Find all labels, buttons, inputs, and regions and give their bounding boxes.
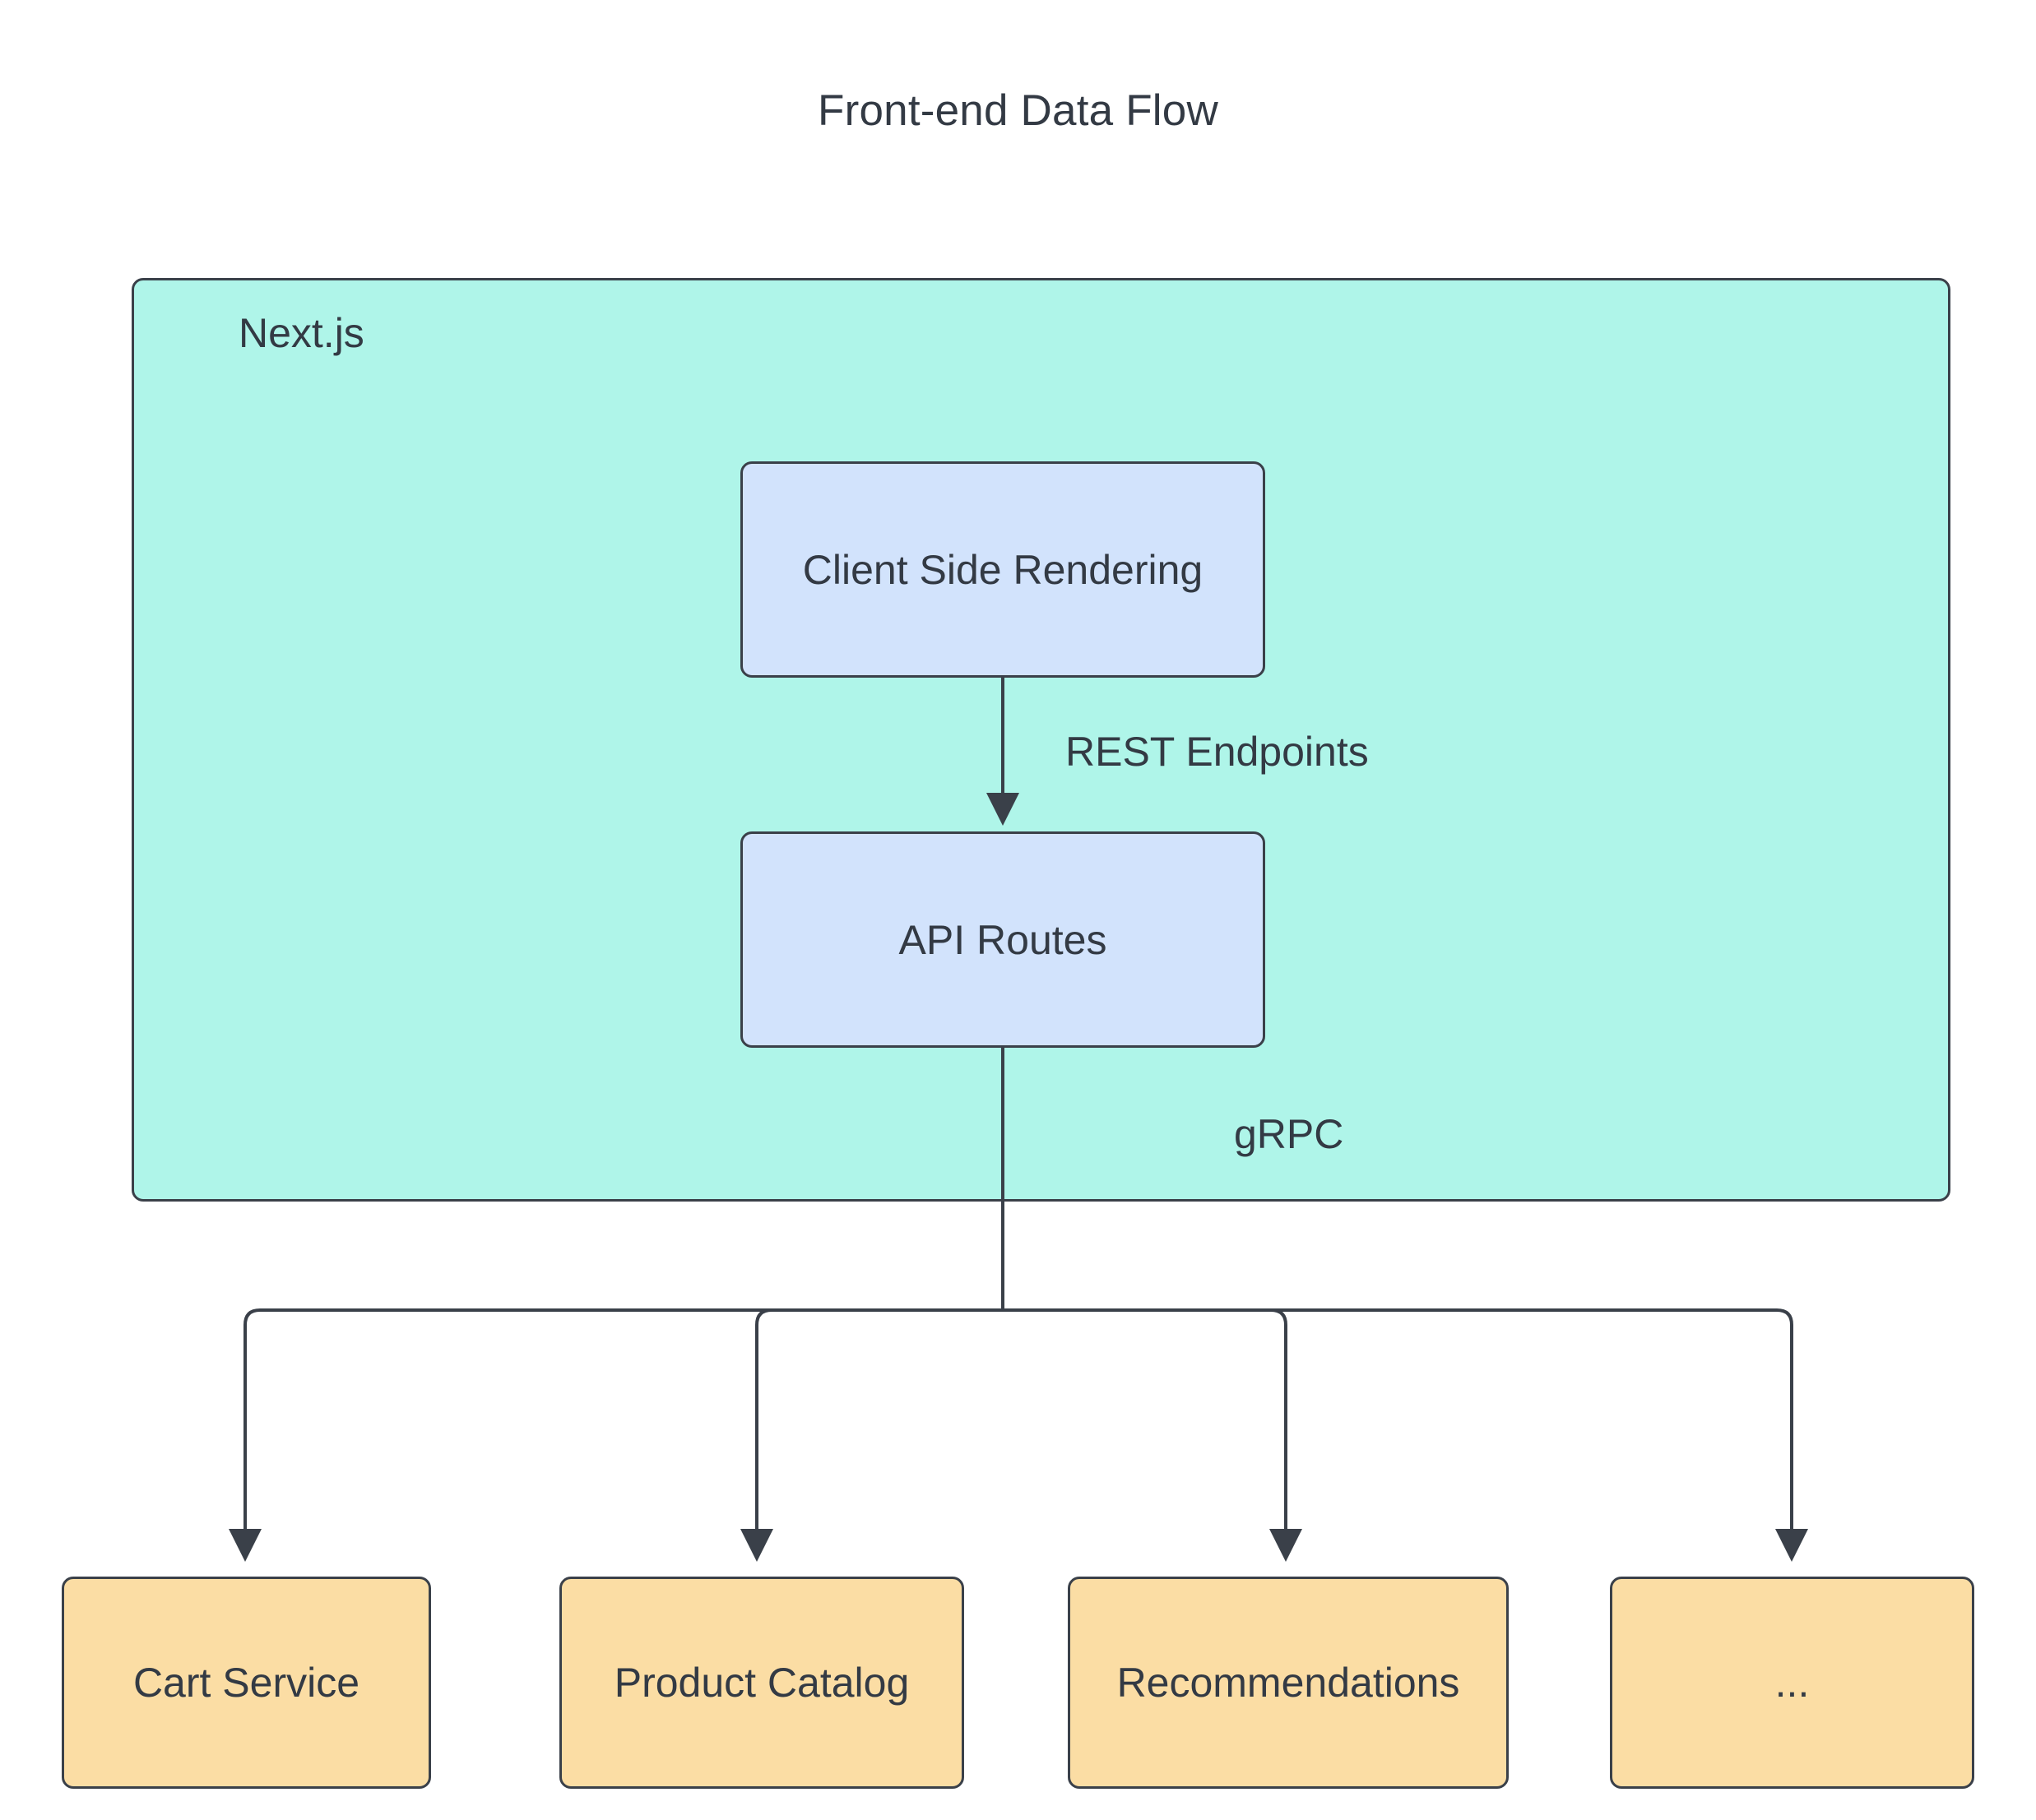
node-recommendations[interactable]: Recommendations bbox=[1068, 1577, 1509, 1789]
edge-label-grpc: gRPC bbox=[1234, 1111, 1344, 1157]
node-client-side-rendering-label: Client Side Rendering bbox=[802, 546, 1204, 593]
diagram-title: Front-end Data Flow bbox=[818, 86, 1218, 135]
edge-api-to-product-catalog bbox=[740, 1308, 1003, 1562]
node-api-routes-label: API Routes bbox=[898, 916, 1107, 963]
cluster-nextjs[interactable] bbox=[132, 278, 1950, 1202]
edge-api-to-recommendations bbox=[1003, 1308, 1302, 1562]
edge-label-rest-endpoints: REST Endpoints bbox=[1065, 729, 1369, 775]
node-api-routes[interactable]: API Routes bbox=[740, 831, 1265, 1048]
node-more-services[interactable]: ... bbox=[1610, 1577, 1974, 1789]
node-cart-service[interactable]: Cart Service bbox=[62, 1577, 431, 1789]
edge-api-to-more bbox=[1003, 1308, 1808, 1562]
node-recommendations-label: Recommendations bbox=[1116, 1660, 1460, 1706]
node-more-services-label: ... bbox=[1774, 1660, 1810, 1706]
cluster-nextjs-label: Next.js bbox=[239, 310, 364, 356]
edge-api-to-cart bbox=[229, 1308, 1003, 1562]
node-product-catalog-label: Product Catalog bbox=[614, 1660, 910, 1706]
node-product-catalog[interactable]: Product Catalog bbox=[559, 1577, 964, 1789]
node-client-side-rendering[interactable]: Client Side Rendering bbox=[740, 461, 1265, 678]
node-cart-service-label: Cart Service bbox=[132, 1660, 360, 1706]
